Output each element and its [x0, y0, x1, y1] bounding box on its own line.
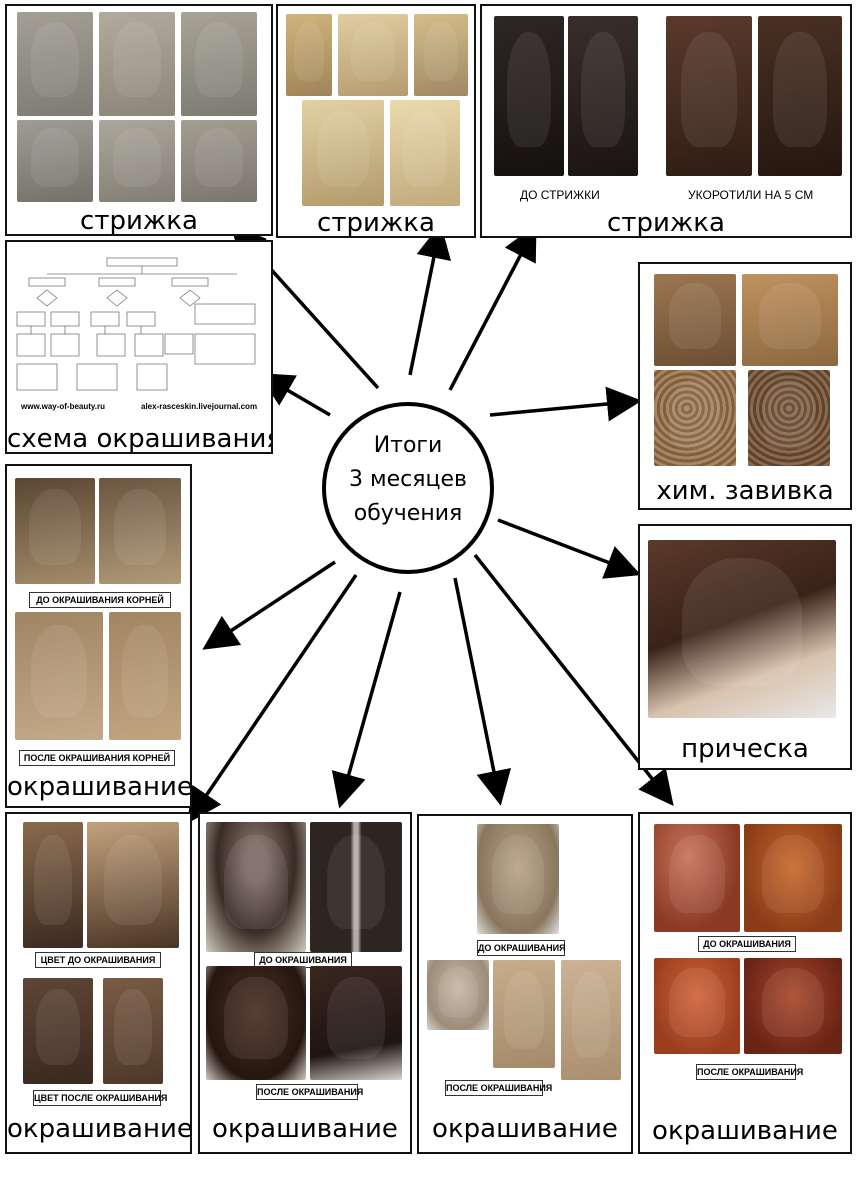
- photo: [427, 960, 489, 1030]
- photo: [742, 274, 838, 366]
- arrow-to-scheme: [257, 372, 331, 417]
- photo: [17, 120, 93, 202]
- arrow-to-color1: [187, 574, 358, 824]
- photo: [103, 978, 163, 1084]
- panel-caption: схема окрашивания: [7, 424, 273, 454]
- photo: [286, 14, 332, 96]
- panel-roots-coloring: ДО ОКРАШИВАНИЯ КОРНЕЙ ПОСЛЕ ОКРАШИВАНИЯ …: [5, 464, 192, 808]
- photo: [99, 120, 175, 202]
- before-label: ДО ОКРАШИВАНИЯ КОРНЕЙ: [29, 592, 171, 608]
- photo: [23, 822, 83, 948]
- photo: [17, 12, 93, 116]
- center-line-2: 3 месяцев: [349, 467, 467, 492]
- center-line-1: Итоги: [373, 433, 443, 458]
- photo: [744, 824, 842, 932]
- photo: [181, 120, 257, 202]
- flowchart-diagram: [16, 257, 256, 391]
- photo: [99, 12, 175, 116]
- photo: [654, 370, 736, 466]
- before-label: ДО ОКРАШИВАНИЯ: [477, 940, 566, 956]
- panel-coloring-2: ДО ОКРАШИВАНИЯ ПОСЛЕ ОКРАШИВАНИЯ окрашив…: [198, 812, 412, 1154]
- photo: [23, 978, 93, 1084]
- photo: [206, 966, 306, 1080]
- panel-haircut-2: стрижка: [276, 4, 476, 238]
- panel-coloring-3: ДО ОКРАШИВАНИЯ ПОСЛЕ ОКРАШИВАНИЯ окрашив…: [417, 814, 633, 1154]
- photo: [414, 14, 468, 96]
- center-line-3: обучения: [353, 501, 463, 526]
- photo: [181, 12, 257, 116]
- photo: [654, 274, 736, 366]
- panel-caption: стрижка: [80, 206, 198, 236]
- panel-caption: окрашивание: [212, 1114, 398, 1144]
- before-label: ДО СТРИЖКИ: [520, 188, 600, 202]
- panel-caption: прическа: [681, 734, 809, 764]
- center-circle: Итоги 3 месяцев обучения: [322, 402, 494, 574]
- photo: [109, 612, 181, 740]
- before-label: ЦВЕТ ДО ОКРАШИВАНИЯ: [35, 952, 161, 968]
- photo: [99, 478, 181, 584]
- photo: [748, 370, 830, 466]
- photo: [666, 16, 752, 176]
- photo: [15, 612, 103, 740]
- photo: [206, 822, 306, 952]
- photo: [654, 958, 740, 1054]
- photo: [310, 822, 402, 952]
- arrow-to-roots: [202, 560, 336, 650]
- arrow-to-haircut2: [408, 223, 451, 376]
- panel-coloring-scheme: www.way-of-beauty.ru alex-rasceskin.live…: [5, 240, 273, 454]
- photo: [568, 16, 638, 176]
- photo: [338, 14, 408, 96]
- scheme-site-2: alex-rasceskin.livejournal.com: [141, 402, 258, 411]
- panel-coloring-4: ДО ОКРАШИВАНИЯ ПОСЛЕ ОКРАШИВАНИЯ окрашив…: [638, 812, 852, 1154]
- after-label: ЦВЕТ ПОСЛЕ ОКРАШИВАНИЯ: [33, 1090, 167, 1106]
- photo: [390, 100, 460, 206]
- panel-hairstyle: прическа: [638, 524, 852, 770]
- photo: [654, 824, 740, 932]
- panel-haircut-1: стрижка: [5, 4, 273, 236]
- photo: [494, 16, 564, 176]
- scheme-site-1: www.way-of-beauty.ru: [21, 402, 106, 411]
- panel-caption: стрижка: [607, 208, 725, 238]
- arrow-to-color2: [331, 591, 402, 809]
- photo: [758, 16, 842, 176]
- photo: [15, 478, 95, 584]
- after-label: УКОРОТИЛИ НА 5 СМ: [688, 188, 814, 202]
- photo: [561, 960, 621, 1080]
- photo: [493, 960, 555, 1068]
- photo: [648, 540, 836, 718]
- panel-caption: окрашивание: [7, 772, 192, 802]
- panel-haircut-3: ДО СТРИЖКИ УКОРОТИЛИ НА 5 СМ стрижка: [480, 4, 852, 238]
- after-label: ПОСЛЕ ОКРАШИВАНИЯ: [256, 1084, 363, 1100]
- after-label: ПОСЛЕ ОКРАШИВАНИЯ: [696, 1064, 803, 1080]
- photo: [302, 100, 384, 206]
- after-label: ПОСЛЕ ОКРАШИВАНИЯ КОРНЕЙ: [19, 750, 175, 766]
- arrow-to-color3: [453, 577, 512, 806]
- panel-caption: окрашивание: [7, 1114, 192, 1144]
- photo: [744, 958, 842, 1054]
- before-label: ДО ОКРАШИВАНИЯ: [698, 936, 796, 952]
- photo: [477, 824, 559, 934]
- arrow-to-color4: [473, 553, 674, 806]
- arrow-to-perm: [489, 386, 642, 422]
- after-label: ПОСЛЕ ОКРАШИВАНИЯ: [445, 1080, 552, 1096]
- arrow-to-hairstyle: [497, 518, 642, 579]
- panel-caption: окрашивание: [432, 1114, 618, 1144]
- panel-perm: хим. завивка: [638, 262, 852, 510]
- panel-caption: окрашивание: [652, 1116, 838, 1146]
- arrow-to-haircut3: [448, 224, 537, 391]
- photo: [87, 822, 179, 948]
- photo: [310, 966, 402, 1080]
- panel-caption: стрижка: [317, 208, 435, 238]
- panel-caption: хим. завивка: [656, 476, 834, 506]
- panel-coloring-1: ЦВЕТ ДО ОКРАШИВАНИЯ ЦВЕТ ПОСЛЕ ОКРАШИВАН…: [5, 812, 192, 1154]
